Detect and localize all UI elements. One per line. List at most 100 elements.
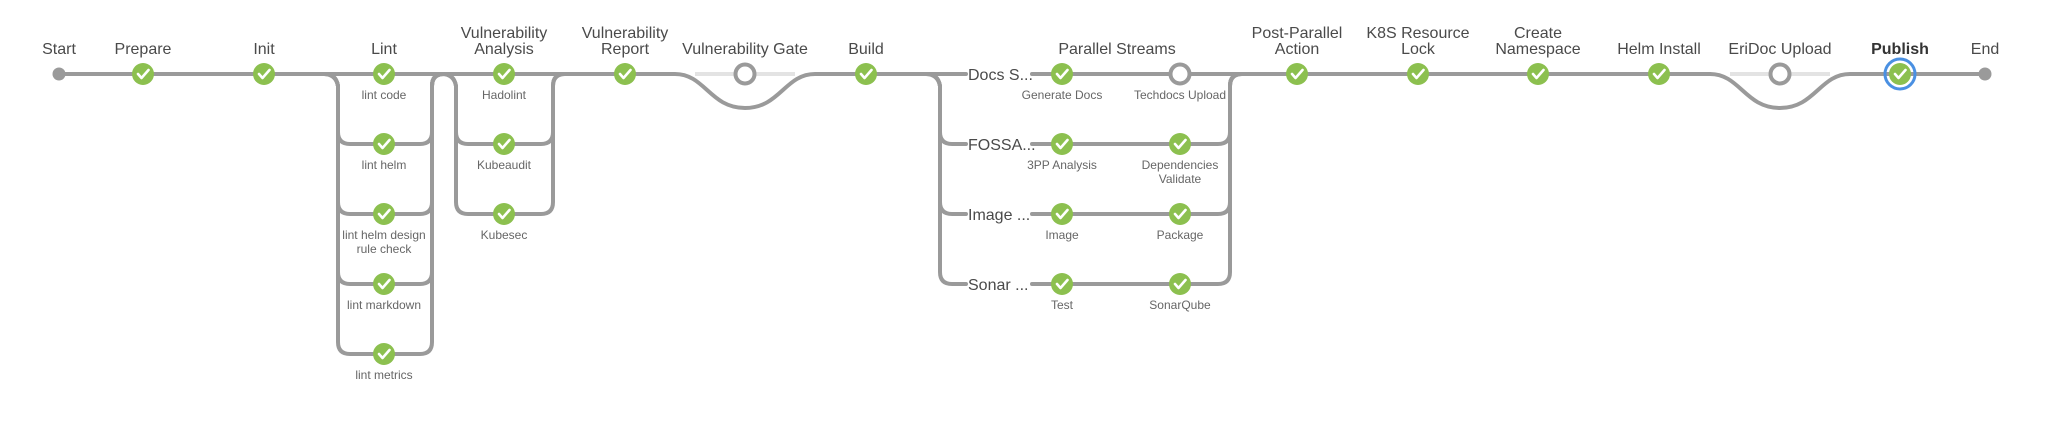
stage-title-eridoc-upload: EriDoc Upload <box>1728 41 1831 58</box>
check-icon <box>377 348 391 360</box>
stream-step-label-line: Generate Docs <box>1022 88 1103 102</box>
lint-step-node[interactable] <box>373 343 395 365</box>
stage-node-post-parallel[interactable] <box>1286 63 1308 85</box>
lint-step-node[interactable] <box>373 133 395 155</box>
stream-step-label: SonarQube <box>1149 298 1211 312</box>
stage-node-publish[interactable] <box>1889 63 1911 85</box>
vuln-step-label: Kubesec <box>481 228 528 242</box>
stream-name[interactable]: FOSSA... <box>968 137 1036 154</box>
stage-node-helm-install[interactable] <box>1648 63 1670 85</box>
stage-title-build: Build <box>848 41 884 58</box>
stage-title-vulnerability-gate-line: Vulnerability Gate <box>682 41 808 58</box>
stream-step-node[interactable] <box>1169 133 1191 155</box>
stage-node-build[interactable] <box>855 63 877 85</box>
success-status-icon <box>373 133 395 155</box>
check-icon <box>1173 208 1187 220</box>
stage-node-vulnerability-gate-skipped[interactable] <box>733 62 757 86</box>
vuln-step-node[interactable] <box>493 203 515 225</box>
success-status-icon <box>1169 203 1191 225</box>
stage-node-init[interactable] <box>253 63 275 85</box>
check-icon <box>618 68 632 80</box>
check-icon <box>497 68 511 80</box>
stream-step-node[interactable] <box>1169 273 1191 295</box>
stage-title-vulnerability-report-line: Vulnerability <box>582 25 669 42</box>
start-node[interactable] <box>52 67 66 81</box>
success-status-icon <box>1169 273 1191 295</box>
stage-title-publish: Publish <box>1871 41 1929 58</box>
vuln-step-node[interactable] <box>493 63 515 85</box>
vuln-step-label: Kubeaudit <box>477 158 532 172</box>
stage-title-k8s-lock-line: Lock <box>1401 41 1436 58</box>
lint-step-label-line: lint helm <box>362 158 407 172</box>
stage-title-init-line: Init <box>253 41 275 58</box>
stage-title-post-parallel-line: Action <box>1275 41 1319 58</box>
lint-step-label-line: lint markdown <box>347 298 421 312</box>
stream-name[interactable]: Docs S... <box>968 67 1033 84</box>
lint-step-node[interactable] <box>373 203 395 225</box>
check-icon <box>377 208 391 220</box>
success-status-icon <box>1889 63 1911 85</box>
stream-name[interactable]: Sonar ... <box>968 277 1028 294</box>
check-icon <box>1290 68 1304 80</box>
stage-node-vulnerability-report[interactable] <box>614 63 636 85</box>
stream-step-node[interactable] <box>1051 133 1073 155</box>
stage-title-eridoc-upload-line: EriDoc Upload <box>1728 41 1831 58</box>
stream-name[interactable]: Image ... <box>968 207 1030 224</box>
stream-step-label: Image <box>1045 228 1079 242</box>
check-icon <box>1055 278 1069 290</box>
check-icon <box>497 208 511 220</box>
success-status-icon <box>1648 63 1670 85</box>
check-icon <box>1055 68 1069 80</box>
stream-step-label: 3PP Analysis <box>1027 158 1097 172</box>
vuln-step-node[interactable] <box>493 133 515 155</box>
stage-node-eridoc-skipped[interactable] <box>1768 62 1792 86</box>
stage-title-publish-line: Publish <box>1871 41 1929 58</box>
success-status-icon <box>855 63 877 85</box>
stream-step-node[interactable] <box>1051 63 1073 85</box>
stage-title-prepare: Prepare <box>115 41 172 58</box>
stream-step-label-line: SonarQube <box>1149 298 1211 312</box>
success-status-icon <box>373 203 395 225</box>
start-label: Start <box>42 41 76 58</box>
lint-step-label: lint helm <box>362 158 407 172</box>
stream-step-node[interactable] <box>1169 203 1191 225</box>
eridoc-bypass-connector <box>1708 72 1987 110</box>
check-icon <box>497 138 511 150</box>
lint-step-label: lint markdown <box>347 298 421 312</box>
stage-node-k8s-lock[interactable] <box>1407 63 1429 85</box>
stage-node-prepare[interactable] <box>132 63 154 85</box>
stage-node-create-namespace[interactable] <box>1527 63 1549 85</box>
check-icon <box>1173 138 1187 150</box>
stream-step-node[interactable] <box>1051 203 1073 225</box>
stream-step-label-line: Dependencies <box>1142 158 1219 172</box>
lint-step-label-line: lint code <box>362 88 407 102</box>
stream-step-node[interactable] <box>1051 273 1073 295</box>
success-status-icon <box>493 63 515 85</box>
end-node[interactable] <box>1978 67 1992 81</box>
lint-step-node[interactable] <box>373 273 395 295</box>
vuln-step-label: Hadolint <box>482 88 527 102</box>
stage-title-build-line: Build <box>848 41 884 58</box>
success-status-icon <box>1051 273 1073 295</box>
lint-step-label-line: rule check <box>357 242 413 256</box>
selected-stage-ring <box>1883 57 1917 91</box>
stage-title-vulnerability-report-line: Report <box>601 41 650 58</box>
stage-title-parallel-streams: Parallel Streams <box>1058 41 1175 58</box>
stage-title-k8s-lock-line: K8S Resource <box>1366 25 1469 42</box>
check-icon <box>136 68 150 80</box>
lint-step-node[interactable] <box>373 63 395 85</box>
stage-title-vulnerability-analysis-line: Analysis <box>474 41 534 58</box>
success-status-icon <box>132 63 154 85</box>
vuln-step-label-line: Kubesec <box>481 228 528 242</box>
check-icon <box>1173 278 1187 290</box>
pipeline-nodes <box>52 57 1992 365</box>
stream-step-node-skipped[interactable] <box>1168 62 1192 86</box>
stream-step-label: Techdocs Upload <box>1134 88 1226 102</box>
success-status-icon <box>493 203 515 225</box>
stage-title-lint-line: Lint <box>371 41 397 58</box>
lint-step-label: lint code <box>362 88 407 102</box>
